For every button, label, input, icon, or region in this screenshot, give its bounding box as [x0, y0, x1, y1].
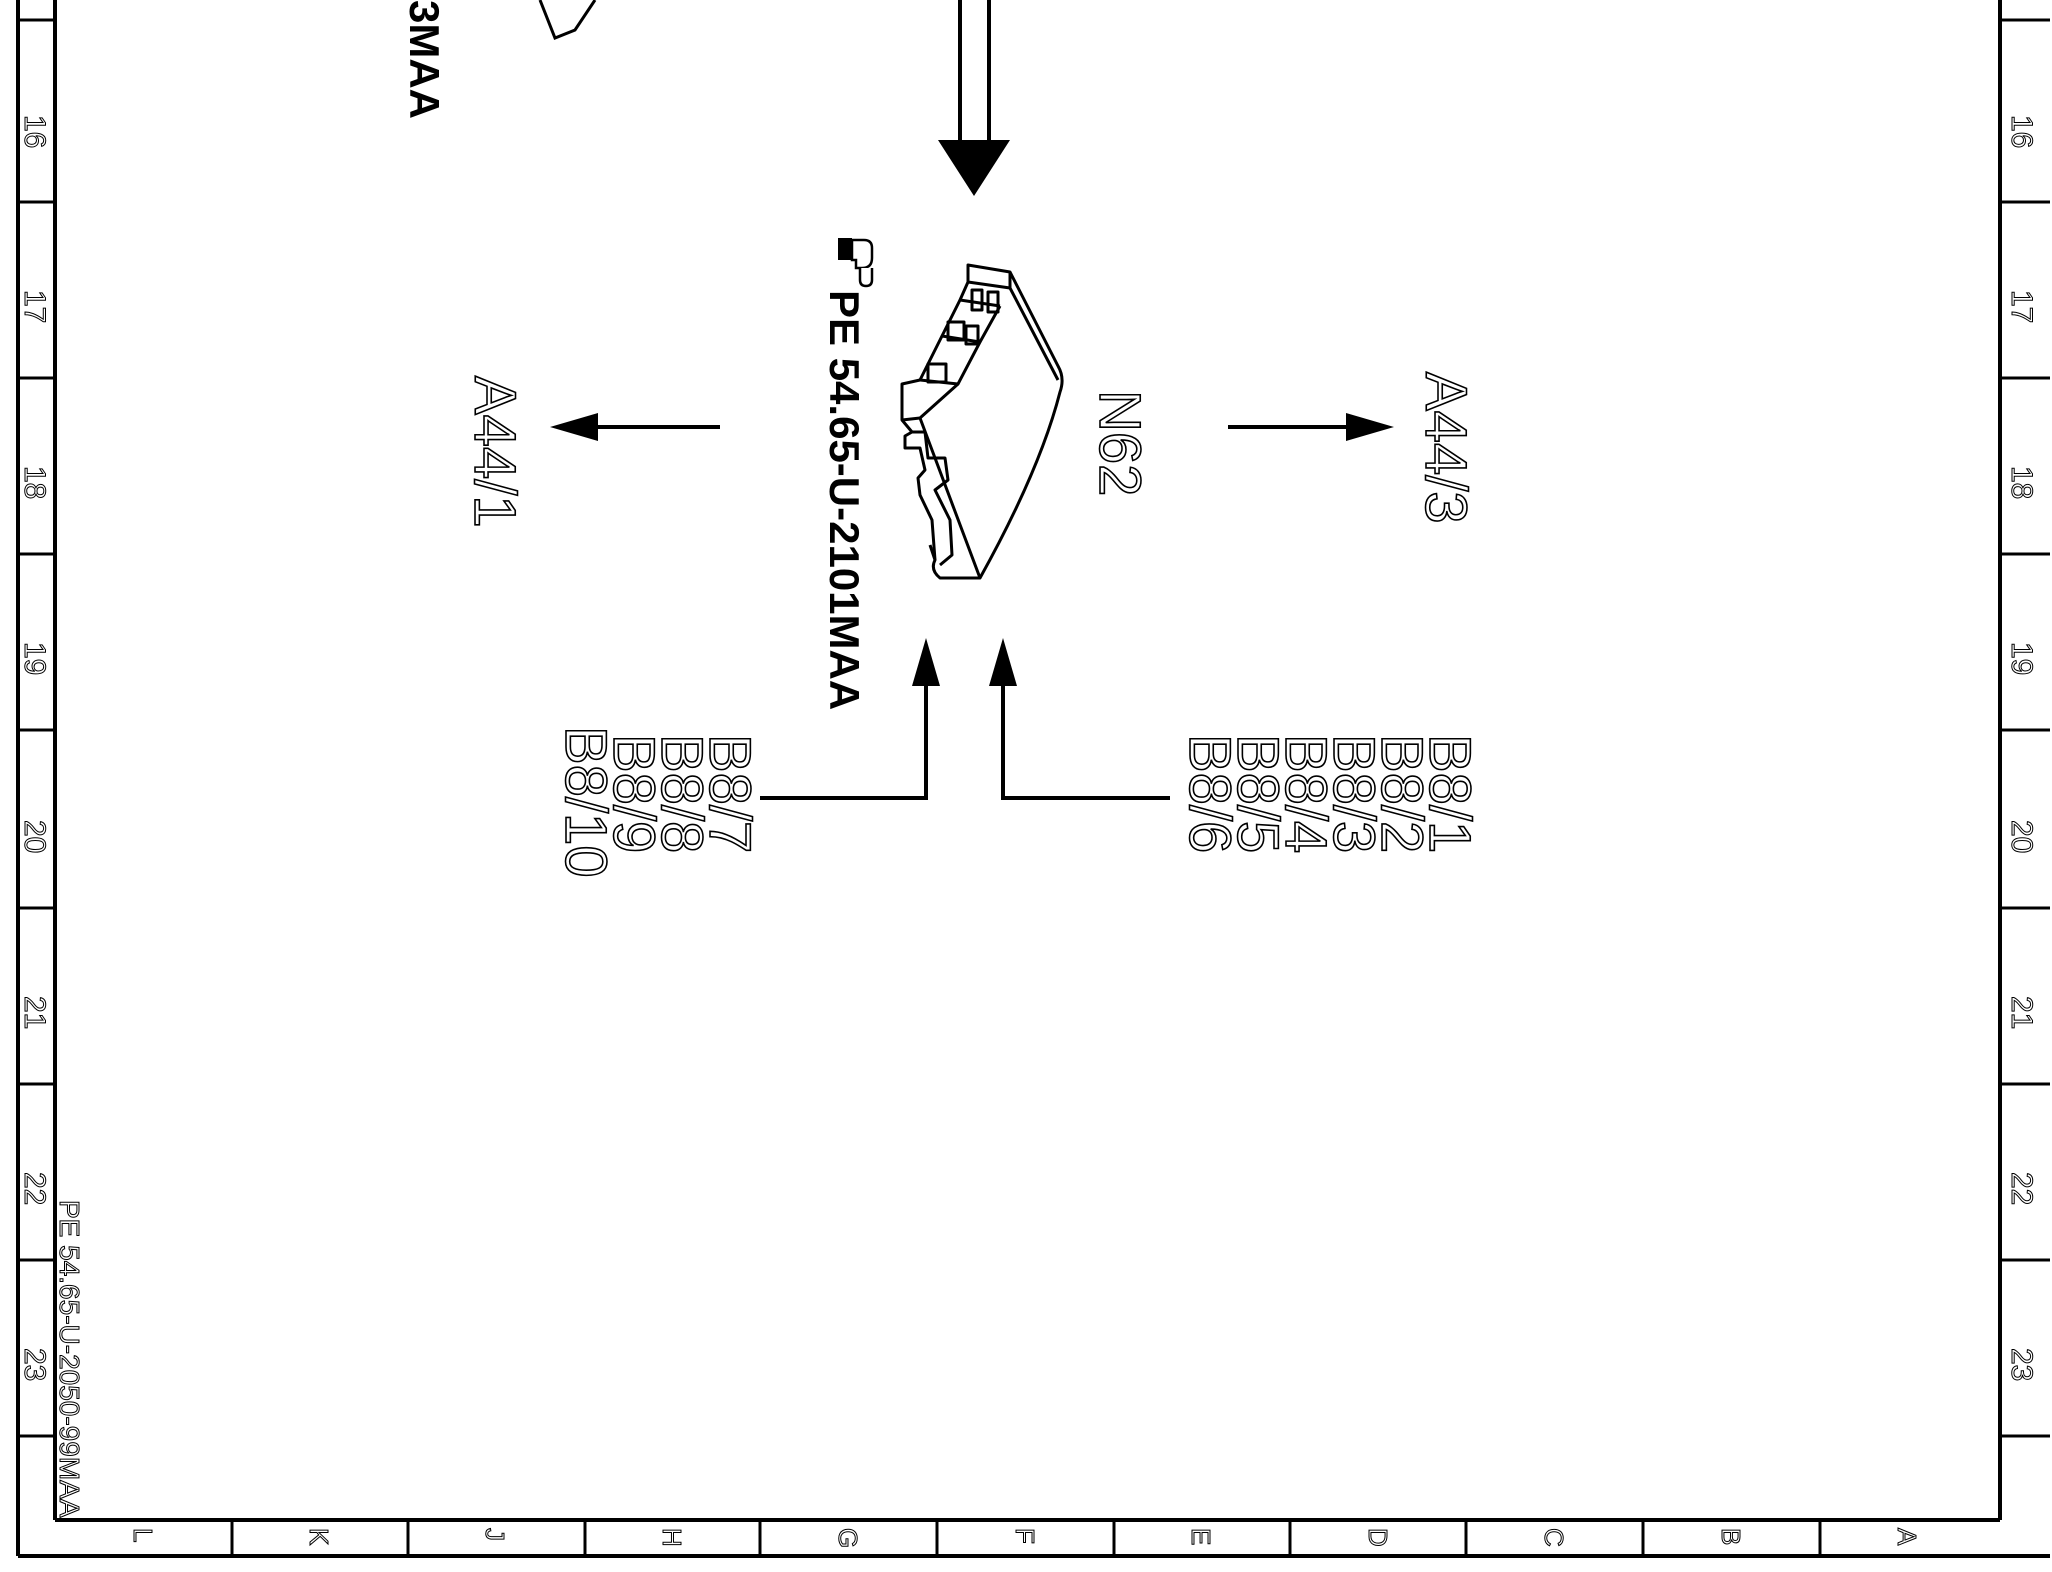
output-arrow-left — [550, 413, 720, 441]
partial-connector-fragment — [538, 0, 597, 40]
row-label-20: 20 — [18, 820, 51, 853]
input-label-b8-5: B8/5 — [1225, 734, 1290, 853]
row-label-18-right: 18 — [2005, 466, 2038, 499]
row-label-19-right: 19 — [2005, 642, 2038, 675]
component-part-reference: PE 54.65-U-2101MAA — [821, 290, 868, 710]
row-label-22: 22 — [18, 1172, 51, 1205]
row-label-17-right: 17 — [2005, 290, 2038, 323]
column-label-L: L — [128, 1528, 158, 1542]
column-label-A: A — [1892, 1528, 1922, 1546]
target-label-left: A44/1 — [462, 376, 527, 528]
row-label-17: 17 — [18, 290, 51, 323]
column-label-H: H — [657, 1528, 687, 1547]
row-label-22-right: 22 — [2005, 1172, 2038, 1205]
row-label-18: 18 — [18, 466, 51, 499]
incoming-harness — [938, 0, 1010, 196]
column-label-C: C — [1539, 1528, 1569, 1547]
input-label-b8-9: B8/9 — [601, 734, 666, 853]
row-labels-right: 16 17 18 19 20 21 22 23 — [2005, 115, 2039, 1382]
n62-module-drawing — [900, 263, 1064, 580]
input-label-b8-10: B8/10 — [553, 726, 618, 878]
row-label-16-right: 16 — [2005, 115, 2038, 148]
incoming-arrow-head — [938, 140, 1010, 196]
row-label-16: 16 — [18, 115, 51, 148]
row-label-23: 23 — [18, 1348, 51, 1381]
column-label-B: B — [1716, 1528, 1746, 1545]
input-label-b8-3: B8/3 — [1321, 734, 1386, 853]
column-label-E: E — [1186, 1528, 1216, 1545]
sheet-reference: PE 54.65-U-2050-99MAA — [54, 1200, 85, 1518]
column-label-K: K — [304, 1528, 334, 1546]
sheet-border — [16, 0, 2050, 1558]
target-label-right: A44/3 — [1413, 372, 1478, 524]
row-label-19: 19 — [18, 642, 51, 675]
input-label-b8-8: B8/8 — [649, 734, 714, 853]
column-grid-ticks — [230, 1520, 1822, 1556]
input-connector-right — [989, 638, 1170, 800]
input-label-b8-4: B8/4 — [1273, 734, 1338, 853]
column-label-G: G — [833, 1528, 863, 1548]
row-labels-left: 16 17 18 19 20 21 22 23 — [18, 115, 52, 1382]
row-label-21: 21 — [18, 996, 51, 1029]
row-grid-ticks — [18, 18, 2050, 1438]
input-label-b8-7: B8/7 — [697, 734, 762, 853]
input-connector-left — [760, 638, 940, 800]
input-labels-right-group: B8/1 B8/2 B8/3 B8/4 B8/5 B8/6 — [1176, 733, 1483, 854]
pointing-hand-icon — [838, 238, 874, 288]
column-labels: L K J H G F E D C B A — [128, 1528, 1923, 1549]
row-label-21-right: 21 — [2005, 996, 2038, 1029]
column-label-D: D — [1363, 1528, 1393, 1547]
component-id-label: N62 — [1087, 390, 1152, 496]
row-label-20-right: 20 — [2005, 820, 2038, 853]
partial-part-reference: 3MAA — [401, 0, 448, 119]
column-label-F: F — [1010, 1528, 1040, 1544]
input-labels-left-group: B8/7 B8/8 B8/9 B8/10 — [552, 725, 763, 878]
input-label-b8-2: B8/2 — [1369, 734, 1434, 853]
row-label-23-right: 23 — [2005, 1348, 2038, 1381]
input-label-b8-1: B8/1 — [1417, 734, 1482, 853]
output-arrow-right — [1228, 413, 1394, 441]
column-label-J: J — [480, 1528, 510, 1541]
input-label-b8-6: B8/6 — [1177, 734, 1242, 853]
